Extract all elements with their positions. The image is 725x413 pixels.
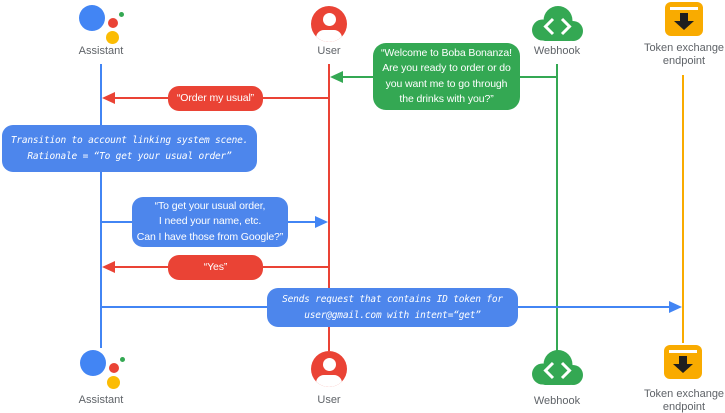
assistant-logo-blue-dot xyxy=(80,350,106,376)
arrowhead-left-icon xyxy=(102,92,115,104)
arrowhead-left-icon xyxy=(102,261,115,273)
token-label-line1: Token exchange xyxy=(643,42,725,54)
token-label-line2: endpoint xyxy=(662,54,706,67)
person-head xyxy=(322,358,336,371)
webhook-cloud-code-icon xyxy=(529,349,585,391)
arrowhead-left-icon xyxy=(330,71,343,83)
bubble-line: “To get your usual order, xyxy=(154,199,266,212)
message-bubble-order-my-usual: “Order my usual” xyxy=(168,86,263,111)
note-line: Transition to account linking system sce… xyxy=(10,134,249,146)
assistant-logo-green-dot xyxy=(119,12,124,17)
user-label-bottom: User xyxy=(317,394,341,406)
bubble-line: Can I have those from Google?” xyxy=(136,230,284,243)
webhook-label-bottom: Webhook xyxy=(533,395,581,407)
token-endpoint-lifeline xyxy=(682,75,684,343)
note-line: Rationale = “To get your usual order” xyxy=(27,150,232,162)
note-transition-account-linking: Transition to account linking system sce… xyxy=(2,125,257,172)
token-icon-arrow-stem xyxy=(680,13,688,21)
arrowhead-right-icon xyxy=(315,216,328,228)
note-line: Sends request that contains ID token for xyxy=(282,293,503,305)
token-label-bottom: Token exchange endpoint xyxy=(634,388,725,413)
user-label-top: User xyxy=(317,45,341,57)
arrowhead-right-icon xyxy=(669,301,682,313)
assistant-logo-red-dot xyxy=(109,363,119,373)
message-bubble-welcome: “Welcome to Boba Bonanza! Are you ready … xyxy=(373,43,520,110)
person-head xyxy=(322,13,336,26)
user-person-icon xyxy=(311,351,347,387)
note-line: user@gmail.com with intent=“get” xyxy=(304,309,481,321)
bubble-line: the drinks with you?” xyxy=(399,93,494,105)
token-label-top: Token exchange endpoint xyxy=(634,42,725,67)
bubble-line: I need your name, etc. xyxy=(158,215,262,228)
user-lifeline xyxy=(328,64,330,351)
message-bubble-ask-permission: “To get your usual order, I need your na… xyxy=(132,197,288,247)
user-person-icon xyxy=(311,6,347,42)
token-exchange-endpoint-icon xyxy=(664,345,702,379)
assistant-logo-yellow-dot xyxy=(107,376,120,389)
token-icon-arrow-down xyxy=(674,21,694,30)
assistant-logo-blue-dot xyxy=(79,5,105,31)
assistant-logo-yellow-dot xyxy=(106,31,119,44)
message-bubble-yes: “Yes” xyxy=(168,255,263,280)
assistant-logo-red-dot xyxy=(108,18,118,28)
bubble-line: “Yes” xyxy=(203,260,228,273)
google-assistant-logo-icon xyxy=(75,2,127,46)
google-assistant-logo-icon xyxy=(76,347,128,391)
token-label-line1: Token exchange xyxy=(643,388,725,400)
token-exchange-endpoint-icon xyxy=(665,2,703,36)
assistant-lifeline xyxy=(100,64,102,348)
token-icon-slot xyxy=(670,7,698,10)
webhook-lifeline xyxy=(556,64,558,361)
assistant-label-top: Assistant xyxy=(78,45,124,57)
webhook-cloud-code-icon xyxy=(529,5,585,47)
note-send-token-request: Sends request that contains ID token for… xyxy=(267,288,518,327)
bubble-line: you want me to go through xyxy=(385,77,508,90)
assistant-logo-green-dot xyxy=(120,357,125,362)
person-shoulders xyxy=(316,374,342,387)
person-shoulders xyxy=(316,29,342,42)
bubble-line: Are you ready to order or do xyxy=(382,62,511,74)
token-icon-arrow-down xyxy=(673,364,693,373)
assistant-label-bottom: Assistant xyxy=(78,394,124,406)
token-icon-arrow-stem xyxy=(679,356,687,364)
bubble-line: “Welcome to Boba Bonanza! xyxy=(381,46,512,59)
webhook-label-top: Webhook xyxy=(533,45,581,57)
token-label-line2: endpoint xyxy=(662,400,706,413)
bubble-line: “Order my usual” xyxy=(176,91,255,104)
token-icon-slot xyxy=(669,350,697,353)
